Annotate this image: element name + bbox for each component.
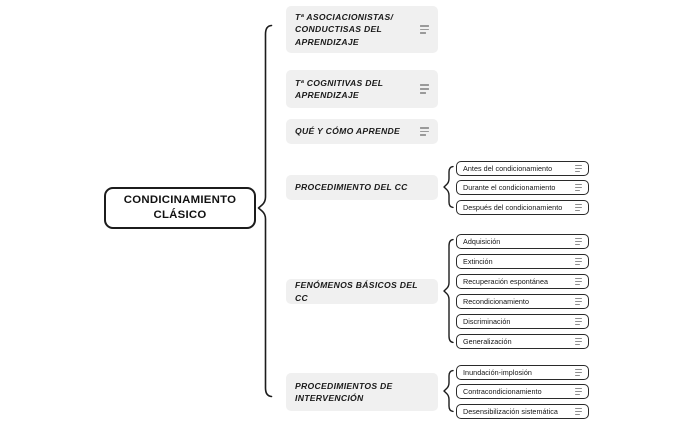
leaf-label: Desensibilización sistemática: [463, 407, 558, 416]
leaf-label: Inundación-implosión: [463, 368, 532, 377]
leaf-durante-el-condicionamiento[interactable]: Durante el condicionamiento: [456, 180, 589, 195]
branch-label: FENÓMENOS BÁSICOS DEL CC: [295, 280, 418, 303]
leaf-label: Recuperación espontánea: [463, 277, 549, 286]
leaf-label: Adquisición: [463, 237, 501, 246]
note-lines-icon[interactable]: [420, 126, 429, 137]
leaf-contracondicionamiento[interactable]: Contracondicionamiento: [456, 384, 589, 399]
leaf-despues-del-condicionamiento[interactable]: Después del condicionamiento: [456, 200, 589, 215]
branch-que-y-como-aprende[interactable]: QUÉ Y CÓMO APRENDE: [286, 119, 438, 144]
branch-procedimiento-del-cc[interactable]: PROCEDIMIENTO DEL CC: [286, 175, 438, 200]
note-lines-icon[interactable]: [575, 183, 582, 191]
leaf-label: Recondicionamiento: [463, 297, 530, 306]
note-lines-icon[interactable]: [575, 237, 582, 245]
root-label-line2: CLÁSICO: [153, 209, 207, 221]
note-lines-icon[interactable]: [575, 257, 582, 265]
leaf-desensibilizacion-sistematica[interactable]: Desensibilización sistemática: [456, 404, 589, 419]
root-brace-connector: [257, 24, 273, 398]
leaf-recondicionamiento[interactable]: Recondicionamiento: [456, 294, 589, 309]
leaf-recuperacion-espontanea[interactable]: Recuperación espontánea: [456, 274, 589, 289]
brace-procedimientos-de-intervencion: [443, 369, 454, 413]
leaf-generalizacion[interactable]: Generalización: [456, 334, 589, 349]
leaf-inundacion-implosion[interactable]: Inundación-implosión: [456, 365, 589, 380]
root-node[interactable]: CONDICINAMIENTO CLÁSICO: [104, 187, 256, 229]
root-label-line1: CONDICINAMIENTO: [123, 194, 237, 207]
leaf-label: Generalización: [463, 337, 512, 346]
leaf-label: Después del condicionamiento: [463, 203, 563, 212]
leaf-extincion[interactable]: Extinción: [456, 254, 589, 269]
note-lines-icon[interactable]: [575, 317, 582, 325]
branch-procedimientos-de-intervencion[interactable]: PROCEDIMIENTOS DE INTERVENCIÓN: [286, 373, 438, 411]
branch-label: PROCEDIMIENTO DEL CC: [295, 182, 408, 193]
note-lines-icon[interactable]: [575, 368, 582, 376]
leaf-label: Extinción: [463, 257, 493, 266]
branch-label: Tª ASOCIACIONISTAS/ CONDUCTISAS DEL APRE…: [295, 12, 394, 47]
note-lines-icon[interactable]: [575, 337, 582, 345]
note-lines-icon[interactable]: [420, 24, 429, 35]
leaf-label: Contracondicionamiento: [463, 387, 542, 396]
leaf-label: Discriminación: [463, 317, 511, 326]
branch-teorias-cognitivas[interactable]: Tª COGNITIVAS DEL APRENDIZAJE: [286, 70, 438, 108]
leaf-label: Antes del condicionamiento: [463, 164, 553, 173]
note-lines-icon[interactable]: [575, 277, 582, 285]
branch-label: Tª COGNITIVAS DEL APRENDIZAJE: [295, 77, 384, 100]
root-node-label: CONDICINAMIENTO CLÁSICO: [124, 193, 236, 222]
branch-label: PROCEDIMIENTOS DE INTERVENCIÓN: [295, 380, 393, 403]
leaf-label: Durante el condicionamiento: [463, 183, 556, 192]
note-lines-icon[interactable]: [575, 297, 582, 305]
branch-teorias-asociacionistas[interactable]: Tª ASOCIACIONISTAS/ CONDUCTISAS DEL APRE…: [286, 6, 438, 53]
note-lines-icon[interactable]: [575, 164, 582, 172]
note-lines-icon[interactable]: [575, 387, 582, 395]
note-lines-icon[interactable]: [420, 83, 429, 94]
note-lines-icon[interactable]: [575, 407, 582, 415]
note-lines-icon[interactable]: [575, 203, 582, 211]
leaf-antes-del-condicionamiento[interactable]: Antes del condicionamiento: [456, 161, 589, 176]
leaf-discriminacion[interactable]: Discriminación: [456, 314, 589, 329]
brace-procedimiento-del-cc: [443, 165, 454, 209]
brace-fenomenos-basicos-del-cc: [443, 238, 454, 344]
branch-label: QUÉ Y CÓMO APRENDE: [295, 126, 401, 137]
leaf-adquisicion[interactable]: Adquisición: [456, 234, 589, 249]
branch-fenomenos-basicos-del-cc[interactable]: FENÓMENOS BÁSICOS DEL CC: [286, 279, 438, 304]
